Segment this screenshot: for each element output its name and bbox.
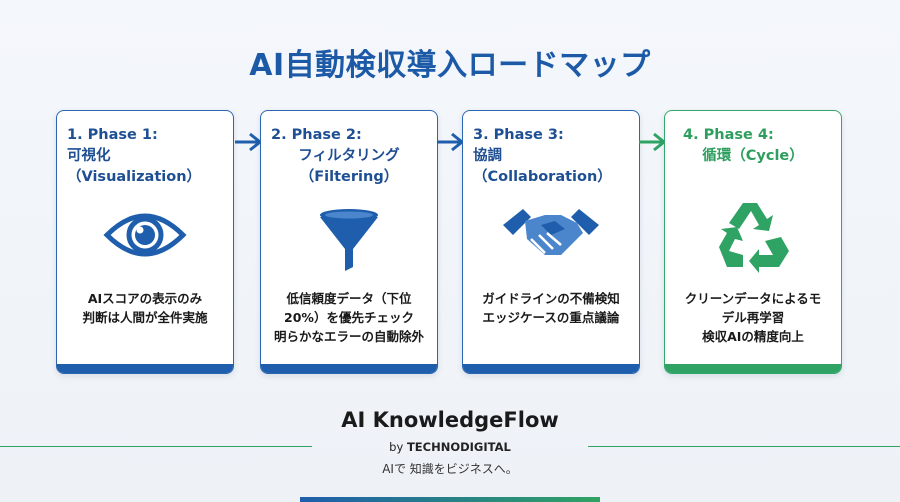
phase-2-bottom-bar bbox=[261, 364, 437, 373]
phase-4-desc-line: デル再学習 bbox=[721, 310, 785, 325]
phase-3-name: 協調（Collaboration） bbox=[473, 148, 612, 185]
phase-3-heading: 3. Phase 3: 協調（Collaboration） bbox=[473, 125, 633, 188]
phase-card-3: 3. Phase 3: 協調（Collaboration） ガイドラインの不備検… bbox=[462, 110, 640, 374]
phase-2-name: フィルタリング bbox=[298, 148, 400, 164]
phase-3-bottom-bar bbox=[463, 364, 639, 373]
phase-2-description: 低信頼度データ（下位 20%）を優先チェック 明らかなエラーの自動除外 bbox=[267, 289, 431, 346]
eye-icon bbox=[57, 203, 233, 273]
phase-1-name: 可視化（Visualization） bbox=[67, 148, 202, 185]
phase-4-desc-line: クリーンデータによるモ bbox=[684, 291, 822, 306]
phase-4-description: クリーンデータによるモ デル再学習 検収AIの精度向上 bbox=[671, 289, 835, 346]
phase-1-description: AIスコアの表示のみ 判断は人間が全件実施 bbox=[63, 289, 227, 327]
phase-1-desc-line: AIスコアの表示のみ bbox=[87, 291, 203, 306]
phase-3-number: 3. Phase 3: bbox=[473, 127, 564, 143]
phase-4-bottom-bar bbox=[665, 364, 841, 373]
phase-card-4: 4. Phase 4: 循環（Cycle） クリーンデータによるモ デル再学習 … bbox=[664, 110, 842, 374]
handshake-icon bbox=[463, 203, 639, 273]
phase-card-1: 1. Phase 1: 可視化（Visualization） AIスコアの表示の… bbox=[56, 110, 234, 374]
phase-1-desc-line: 判断は人間が全件実施 bbox=[82, 310, 208, 325]
phase-4-heading: 4. Phase 4: 循環（Cycle） bbox=[671, 125, 835, 167]
phase-1-number: 1. Phase 1: bbox=[67, 127, 158, 143]
phase-card-2: 2. Phase 2: フィルタリング （Filtering） 低信頼度データ（… bbox=[260, 110, 438, 374]
phase-2-desc-line: 低信頼度データ（下位 bbox=[286, 291, 412, 306]
phase-1-heading: 1. Phase 1: 可視化（Visualization） bbox=[67, 125, 227, 188]
phase-4-desc-line: 検収AIの精度向上 bbox=[702, 329, 804, 344]
phase-2-desc-line: 明らかなエラーの自動除外 bbox=[273, 329, 424, 344]
funnel-icon bbox=[261, 207, 437, 277]
phase-2-name-en: （Filtering） bbox=[299, 169, 399, 185]
recycle-icon bbox=[665, 197, 841, 273]
bottom-accent-bar bbox=[300, 497, 600, 502]
byline-company: TECHNODIGITAL bbox=[406, 440, 511, 454]
phase-2-number: 2. Phase 2: bbox=[271, 127, 362, 143]
phase-1-bottom-bar bbox=[57, 364, 233, 373]
page-title: AI自動検収導入ロードマップ bbox=[249, 48, 651, 83]
byline-prefix: by bbox=[389, 440, 404, 454]
phase-2-heading: 2. Phase 2: フィルタリング （Filtering） bbox=[267, 125, 431, 188]
phase-4-name: 循環（Cycle） bbox=[702, 148, 804, 164]
brand-title: AI KnowledgeFlow bbox=[341, 408, 559, 432]
phase-2-desc-line: 20%）を優先チェック bbox=[284, 310, 414, 325]
divider-right bbox=[588, 446, 900, 447]
phase-3-description: ガイドラインの不備検知 エッジケースの重点議論 bbox=[469, 289, 633, 327]
phase-3-desc-line: エッジケースの重点議論 bbox=[482, 310, 620, 325]
phase-3-desc-line: ガイドラインの不備検知 bbox=[482, 291, 620, 306]
brand-byline: by TECHNODIGITAL bbox=[0, 440, 900, 454]
phase-4-number: 4. Phase 4: bbox=[683, 127, 774, 143]
brand-tagline: AIで 知識をビジネスへ。 bbox=[382, 462, 518, 476]
divider-left bbox=[0, 446, 312, 447]
